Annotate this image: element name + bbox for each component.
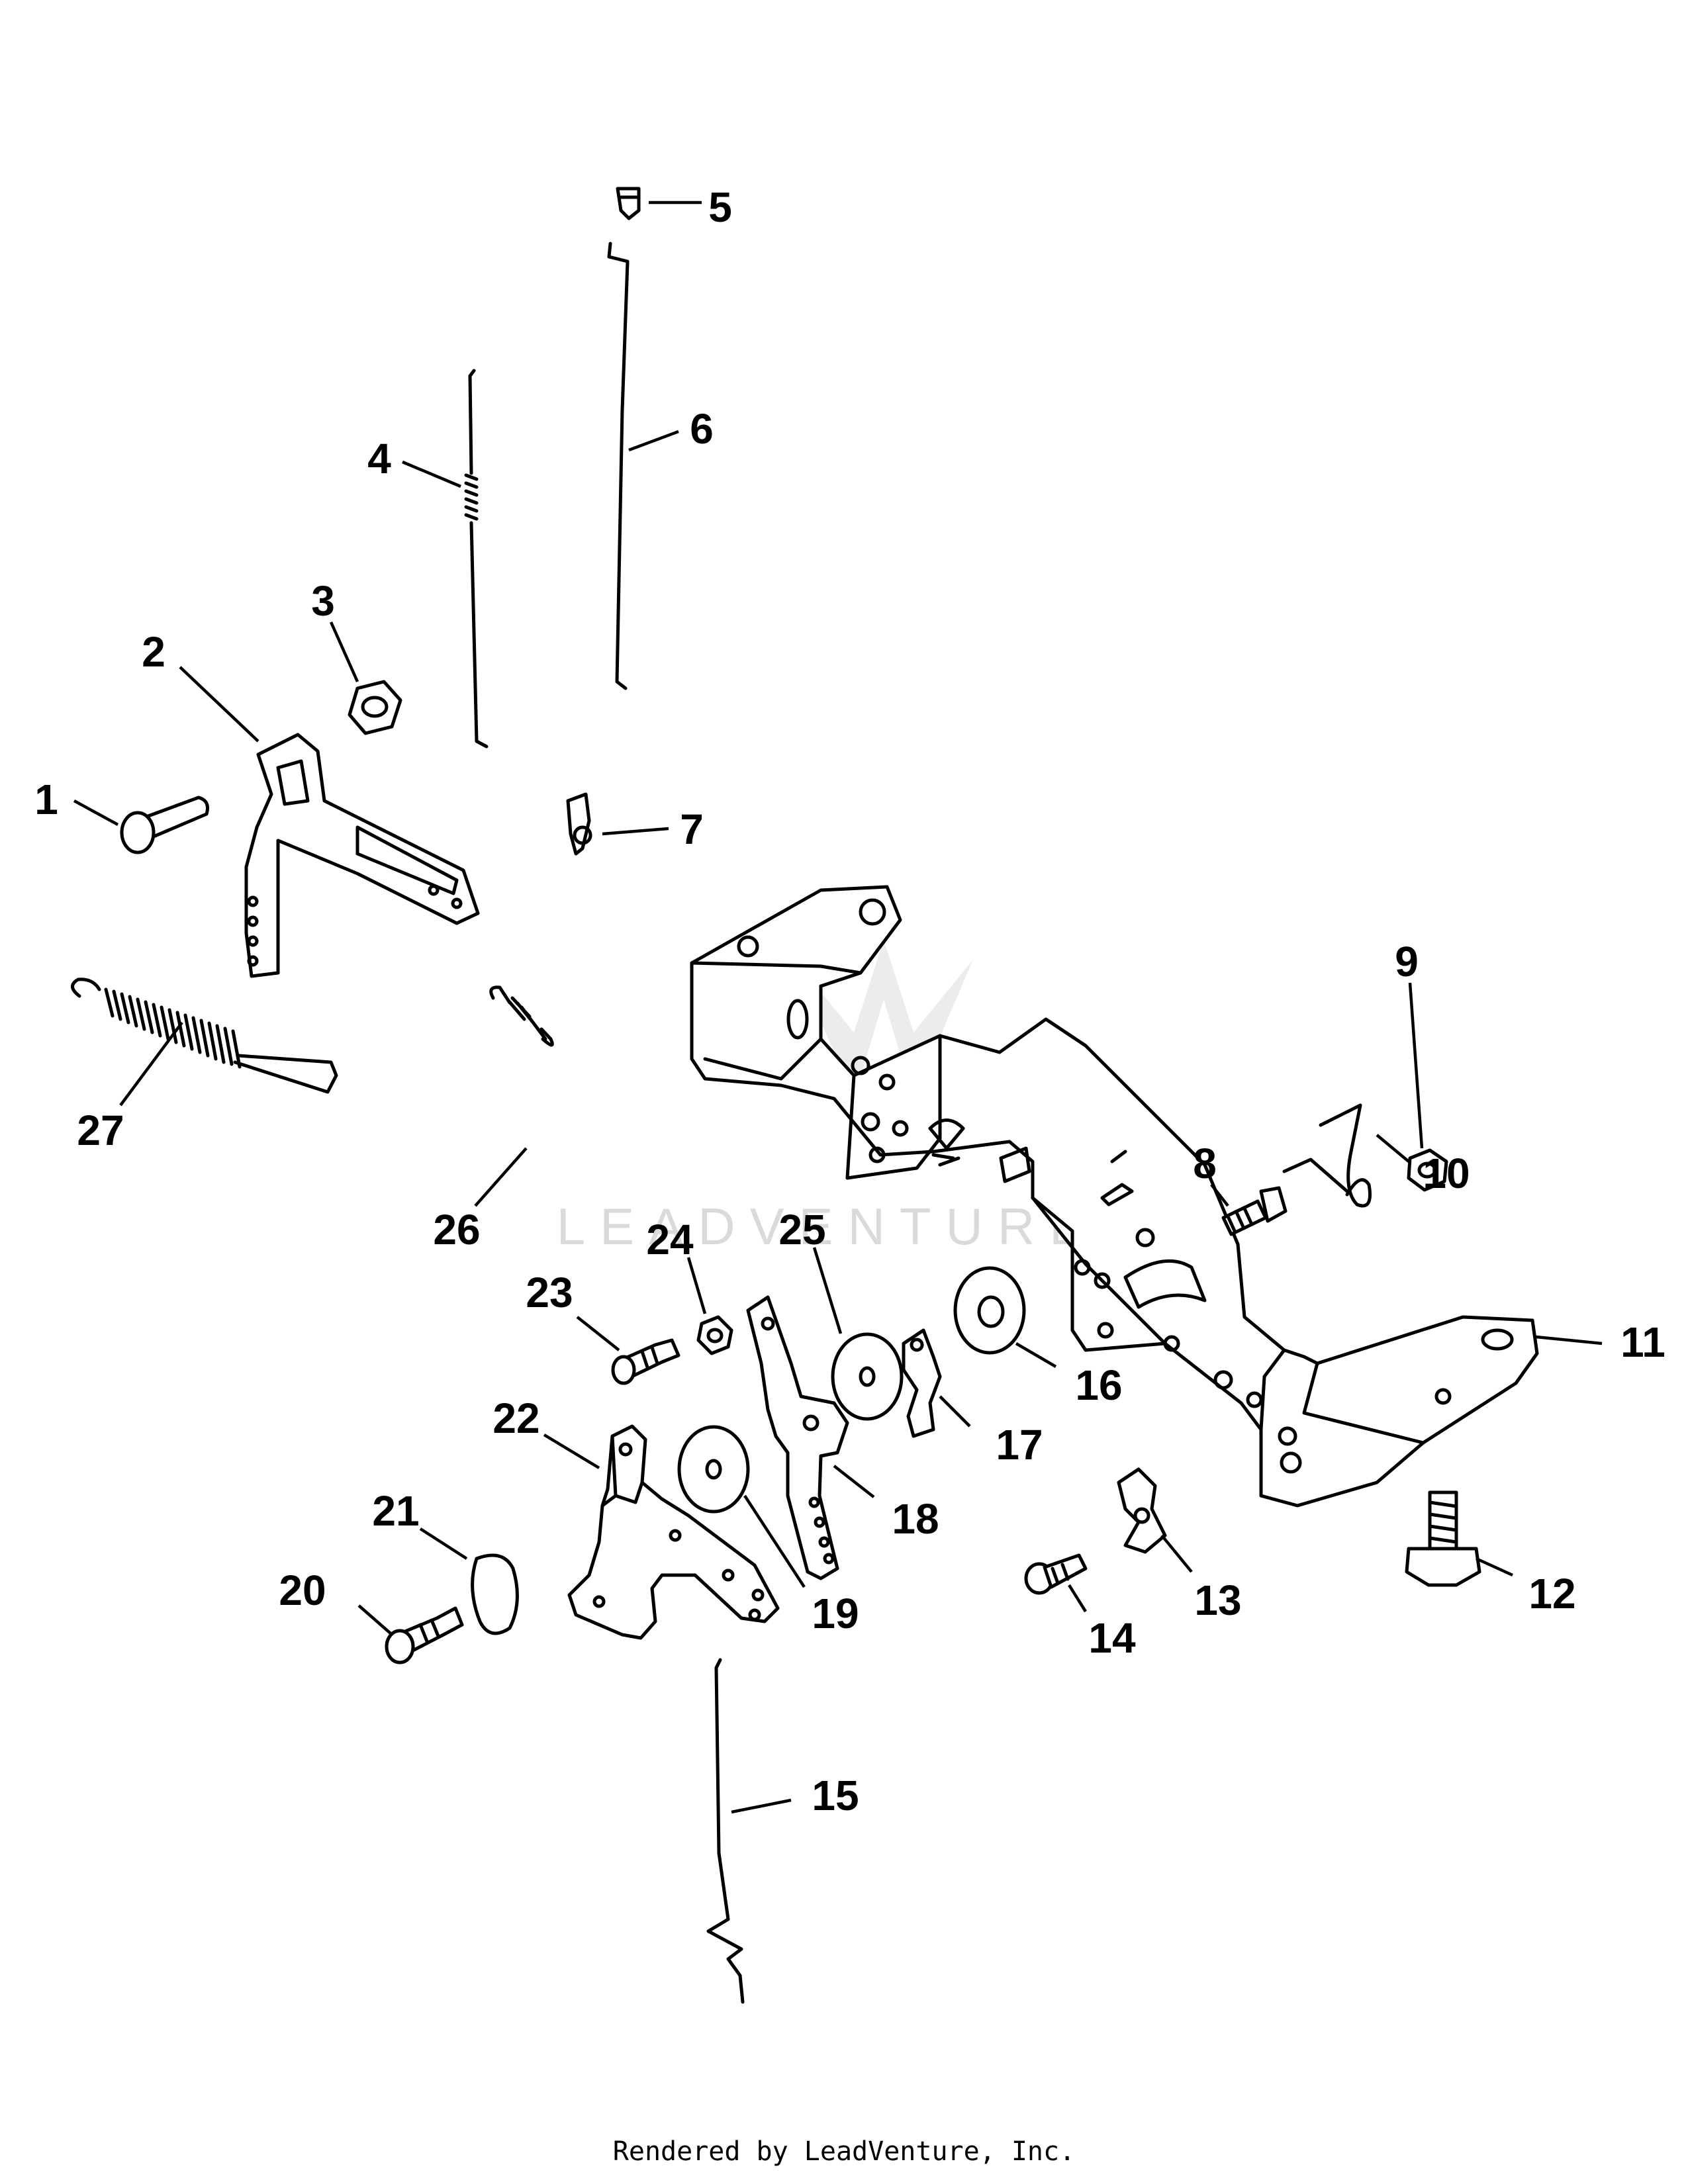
callout-15: 15	[812, 1772, 859, 1819]
part-6-rod	[607, 242, 630, 690]
part-9-nut	[1407, 1148, 1448, 1192]
callout-8: 8	[1193, 1140, 1217, 1187]
part-15-rod	[706, 1658, 745, 2004]
watermark-text: LEADVENTURE	[557, 1197, 1098, 1255]
part-1-bolt	[120, 796, 209, 854]
part-11-main-bracket	[690, 885, 1539, 1508]
part-2-lever	[244, 733, 480, 978]
callout-3: 3	[311, 577, 335, 625]
callout-7: 7	[680, 805, 704, 853]
callout-6: 6	[690, 405, 714, 453]
part-26-spring	[489, 985, 554, 1047]
callout-4: 4	[367, 435, 391, 482]
footer-credit: Rendered by LeadVenture, Inc.	[612, 2136, 1076, 2167]
part-17-clip	[902, 1328, 942, 1438]
callout-26: 26	[433, 1206, 480, 1253]
callout-labels: 1 2 3 4 5 6 7 8 9 10 11 12 13 14 15 16 1…	[34, 183, 1665, 1819]
part-12-bolt	[1405, 1490, 1481, 1587]
part-27-spring	[71, 978, 338, 1094]
callout-17: 17	[996, 1421, 1043, 1469]
part-16-washer	[953, 1266, 1026, 1355]
leader-lines	[73, 201, 1603, 1814]
callout-19: 19	[812, 1590, 859, 1637]
part-7-clip	[566, 792, 592, 856]
callout-22: 22	[492, 1394, 539, 1442]
callout-16: 16	[1075, 1361, 1122, 1409]
callout-21: 21	[372, 1487, 419, 1535]
part-8-bolt	[1221, 1186, 1288, 1236]
part-19-washer	[677, 1425, 750, 1514]
callout-9: 9	[1395, 938, 1419, 985]
callout-13: 13	[1194, 1576, 1241, 1624]
part-25-washer	[831, 1332, 904, 1421]
part-22-bracket	[567, 1424, 780, 1640]
callout-23: 23	[526, 1269, 573, 1316]
callout-1: 1	[34, 776, 58, 823]
part-18-lever	[746, 1295, 849, 1580]
part-3-nut	[348, 680, 402, 735]
callout-2: 2	[142, 628, 165, 676]
part-23-bolt	[611, 1338, 680, 1385]
part-21-washer	[471, 1553, 519, 1635]
callout-10: 10	[1423, 1150, 1470, 1197]
callout-14: 14	[1088, 1614, 1136, 1662]
part-14-screw	[1024, 1553, 1088, 1595]
callout-12: 12	[1528, 1570, 1575, 1617]
part-10-spring	[1282, 1103, 1372, 1208]
callout-5: 5	[708, 183, 732, 231]
part-24-nut	[696, 1315, 733, 1355]
callout-20: 20	[279, 1567, 326, 1614]
callout-27: 27	[77, 1107, 124, 1154]
callout-18: 18	[892, 1495, 939, 1543]
part-5-cap	[616, 187, 641, 220]
callout-11: 11	[1620, 1318, 1665, 1366]
callout-25: 25	[778, 1206, 825, 1253]
callout-24: 24	[646, 1216, 694, 1263]
part-13-clip	[1117, 1467, 1167, 1554]
part-4-spring-rod	[464, 369, 489, 749]
part-20-bolt	[385, 1606, 464, 1664]
